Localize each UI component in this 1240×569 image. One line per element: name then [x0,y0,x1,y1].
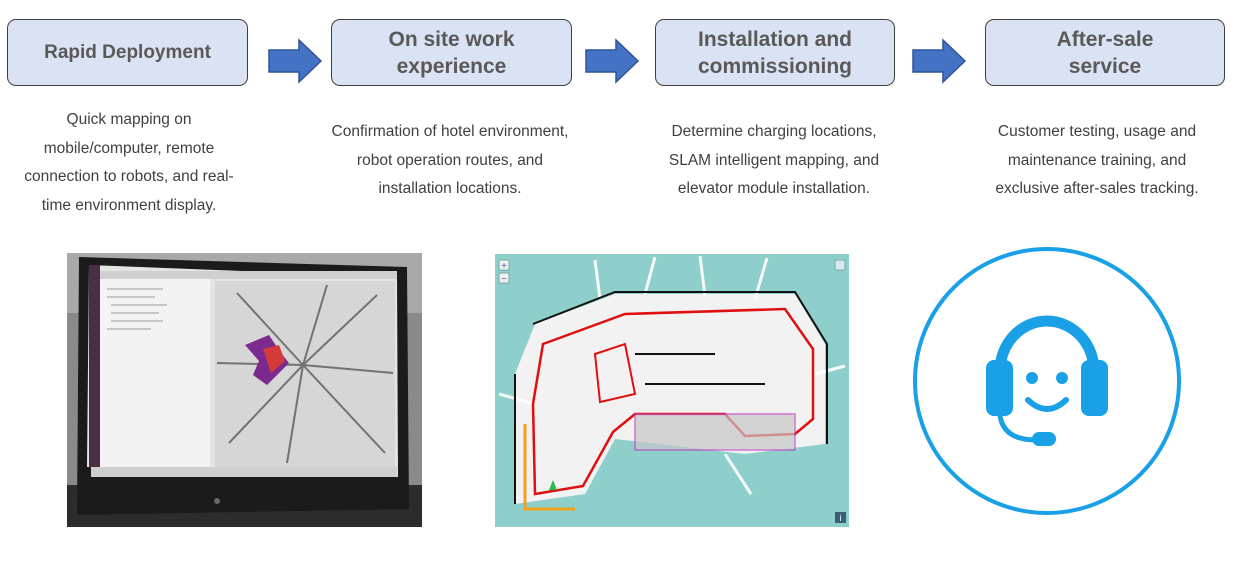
info-label: i [840,513,842,523]
zoom-out-label: − [501,274,507,285]
right-arrow-icon [912,38,967,84]
zoom-in-button[interactable] [498,259,510,271]
step-box-on-site-work-experience: On site work experience [331,19,572,86]
step-title: Installation and commissioning [697,27,853,78]
step-box-installation-and-commissioning: Installation and commissioning [655,19,895,86]
step-box-after-sale-service: After-sale service [985,19,1225,86]
step-description: Determine charging locations, SLAM intel… [668,123,880,197]
step-box-rapid-deployment: Rapid Deployment [7,19,248,86]
right-arrow-icon [585,38,640,84]
info-button[interactable] [835,512,846,523]
step-description: Customer testing, usage and maintenance … [995,123,1199,197]
step-title: On site work experience [388,27,515,78]
step-description: Confirmation of hotel environment, robot… [331,123,569,197]
right-arrow-icon [268,38,323,84]
step-title: After-sale service [1056,27,1154,78]
step-title: Rapid Deployment [44,42,211,63]
slam-map-view: + − i [495,254,849,527]
mapping-software-monitor-photo [67,253,422,527]
headset-icon [913,247,1181,515]
step-description: Quick mapping on mobile/computer, remote… [24,111,234,214]
fullscreen-button[interactable] [834,259,846,271]
zoom-in-label: + [501,261,507,272]
zoom-out-button[interactable] [498,272,510,284]
